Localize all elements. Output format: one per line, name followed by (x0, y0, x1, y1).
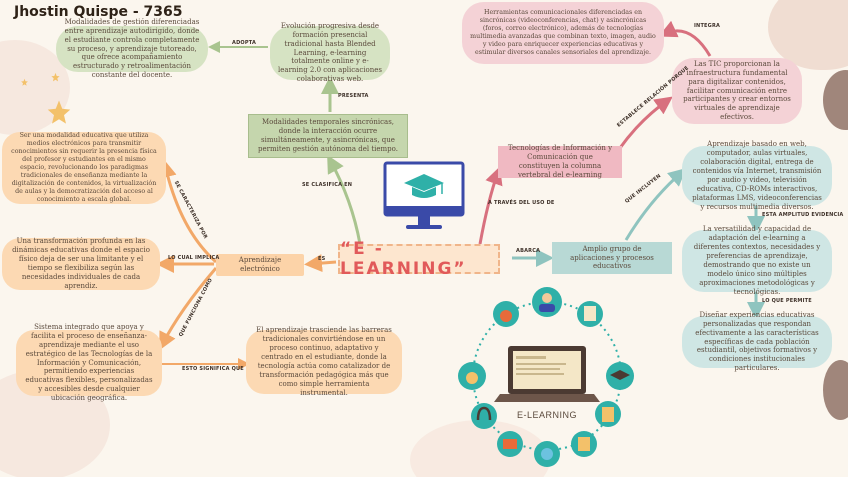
label-abarca: ABARCA (516, 248, 541, 254)
node-modalidades-temporales: Modalidades temporales sincrónicas, dond… (248, 114, 408, 158)
label-es: ES (318, 256, 326, 262)
node-aprendizaje-electronico: Aprendizaje electrónico (216, 254, 304, 276)
star-icon (47, 100, 71, 124)
node-transformacion: Una transformación profunda en las dinám… (2, 237, 160, 290)
arrow-green (327, 154, 362, 245)
arrow-teal (624, 168, 687, 241)
node-tic-infraestructura: Las TIC proporcionan la infraestructura … (672, 58, 802, 124)
arrow-peach (159, 267, 218, 351)
node-amplio-grupo: Amplio grupo de aplicaciones y procesos … (552, 242, 672, 274)
author-title: Jhostin Quispe - 7365 (14, 4, 183, 20)
star-icon (51, 72, 60, 82)
person-icon (532, 287, 562, 317)
arrow-pink (478, 166, 503, 245)
label-esto-significa: ESTO SIGNIFICA QUE (182, 366, 244, 372)
label-integra: INTEGRA (694, 23, 721, 29)
star-icon (21, 78, 28, 86)
label-esta-amplitud: ESTA AMPLITUD EVIDENCIA (762, 212, 844, 218)
node-modalidad-utiliza: Ser una modalidad educativa que utiliza … (2, 132, 166, 204)
headphones-icon (471, 403, 497, 429)
label-a-traves: A TRAVÉS DEL USO DE (488, 200, 555, 206)
node-trasciende: El aprendizaje trasciende las barreras t… (246, 326, 402, 397)
arrow-peach (304, 254, 337, 273)
node-evolucion: Evolución progresiva desde formación pre… (270, 22, 390, 83)
clipboard-icon (577, 301, 603, 327)
notebook-icon (571, 431, 597, 457)
node-tecnologias: Tecnologías de Información y Comunicació… (498, 144, 622, 179)
monitor-graduation-cap-icon (383, 161, 465, 229)
label-lo-cual-implica: LO CUAL IMPLICA (168, 255, 220, 261)
label-presenta: PRESENTA (338, 93, 369, 99)
arrow-pink (618, 96, 673, 149)
calculator-icon (595, 401, 621, 427)
book-icon (497, 431, 523, 457)
graduation-cap-icon (606, 362, 634, 390)
label-adopta: ADOPTA (232, 40, 257, 46)
node-versatilidad: La versatilidad y capacidad de adaptació… (682, 225, 832, 296)
globe-icon (534, 441, 560, 467)
illustration-caption: E-LEARNING (517, 410, 577, 420)
node-aprendizaje-web: Aprendizaje basado en web, computador, a… (682, 140, 832, 211)
e-learning-illustration: E-LEARNING (458, 287, 634, 467)
apple-icon (493, 301, 519, 327)
decorative-blob-bottom-center (410, 420, 550, 477)
arrow-peach (158, 159, 217, 264)
node-disenar: Diseñar experiencias educativas personal… (682, 311, 832, 372)
label-lo-que-permite: LO QUE PERMITE (762, 298, 812, 304)
node-sistema-integrado: Sistema integrado que apoya y facilita e… (16, 323, 162, 402)
central-topic: “E - LEARNING” (338, 239, 500, 279)
label-se-clasifica: SE CLASIFICA EN (302, 182, 353, 188)
medal-icon (458, 362, 486, 390)
arrow-pink (658, 20, 712, 57)
node-herramientas: Herramientas comunicacionales diferencia… (462, 2, 664, 64)
node-modalidades-gestion: Modalidades de gestión diferenciadas ent… (56, 18, 208, 79)
decorative-blob-bottom-right (823, 360, 848, 420)
